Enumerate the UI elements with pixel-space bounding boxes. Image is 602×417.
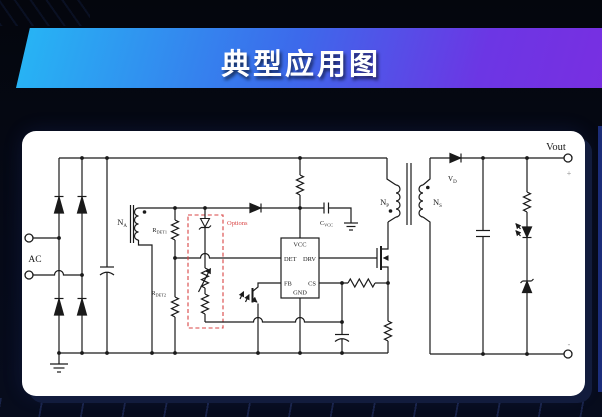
floor-grid-lines	[0, 398, 602, 417]
options-box: Options	[187, 208, 248, 329]
feedback-resistor	[522, 158, 532, 227]
return-terminal: -	[563, 340, 573, 359]
aux-winding: NA	[117, 205, 300, 353]
ic-pin-vcc: VCC	[293, 242, 306, 249]
optocoupler-led	[515, 223, 533, 281]
corner-decor-lines	[0, 0, 90, 26]
vout-terminal: Vout +	[546, 142, 573, 178]
junction-dots	[57, 156, 529, 356]
primary-phase-dot	[388, 209, 393, 213]
controller-ic: VCC DET DRV FB CS GND	[280, 208, 320, 353]
bulk-capacitor	[99, 158, 115, 353]
right-edge-glow	[598, 126, 602, 392]
mosfet	[319, 222, 389, 283]
vcc-capacitor: CVCC	[300, 202, 352, 228]
aux-winding-label: NA	[117, 217, 127, 229]
sense-resistor	[383, 283, 393, 353]
cs-filter	[319, 277, 388, 353]
feedback-zener	[520, 278, 534, 354]
rdet1-label: RDET1	[152, 227, 167, 235]
vout-label: Vout	[546, 142, 566, 153]
main-transformer: NP NS	[380, 158, 442, 354]
cs-node-wire	[205, 316, 342, 323]
options-varistor	[197, 267, 212, 294]
vcc-ground-symbol	[344, 222, 358, 231]
secondary-winding-label: NS	[433, 197, 442, 209]
det-wire	[175, 252, 281, 259]
rdet2-resistor: RDET2	[151, 258, 180, 353]
aux-phase-dot	[142, 210, 147, 214]
ic-body	[280, 237, 320, 299]
startup-resistor	[295, 158, 305, 208]
output-diode-label: VD	[448, 175, 457, 185]
ic-pin-det: DET	[284, 256, 297, 263]
cvcc-label: CVCC	[320, 220, 333, 228]
ac-input: AC	[24, 233, 82, 280]
ground-symbol	[50, 353, 68, 373]
ic-pin-drv: DRV	[303, 256, 316, 263]
options-dashed-box	[187, 214, 224, 329]
output-capacitor	[476, 158, 490, 354]
output-diode: VD	[448, 152, 463, 185]
optocoupler-transistor	[238, 282, 281, 353]
options-label: Options	[227, 220, 248, 227]
bridge-rectifier	[53, 158, 88, 353]
minus-mark: -	[568, 340, 571, 349]
plus-mark: +	[567, 169, 572, 178]
primary-winding-label: NP	[380, 197, 389, 209]
rdet1-resistor: RDET1	[152, 208, 180, 258]
ic-pin-cs: CS	[308, 281, 316, 288]
rdet2-label: RDET2	[151, 290, 166, 298]
options-resistor	[200, 293, 210, 322]
options-zener	[198, 208, 212, 268]
ic-pin-gnd: GND	[293, 290, 307, 297]
page-title: 典型应用图	[220, 49, 381, 81]
circuit-diagram: AC	[24, 142, 573, 373]
ic-pin-fb: FB	[284, 281, 292, 288]
secondary-phase-dot	[426, 185, 430, 190]
vcc-diode	[249, 202, 263, 214]
ac-terminal-bottom	[24, 270, 34, 280]
ac-terminal-top	[24, 233, 34, 243]
ac-label: AC	[28, 255, 41, 265]
